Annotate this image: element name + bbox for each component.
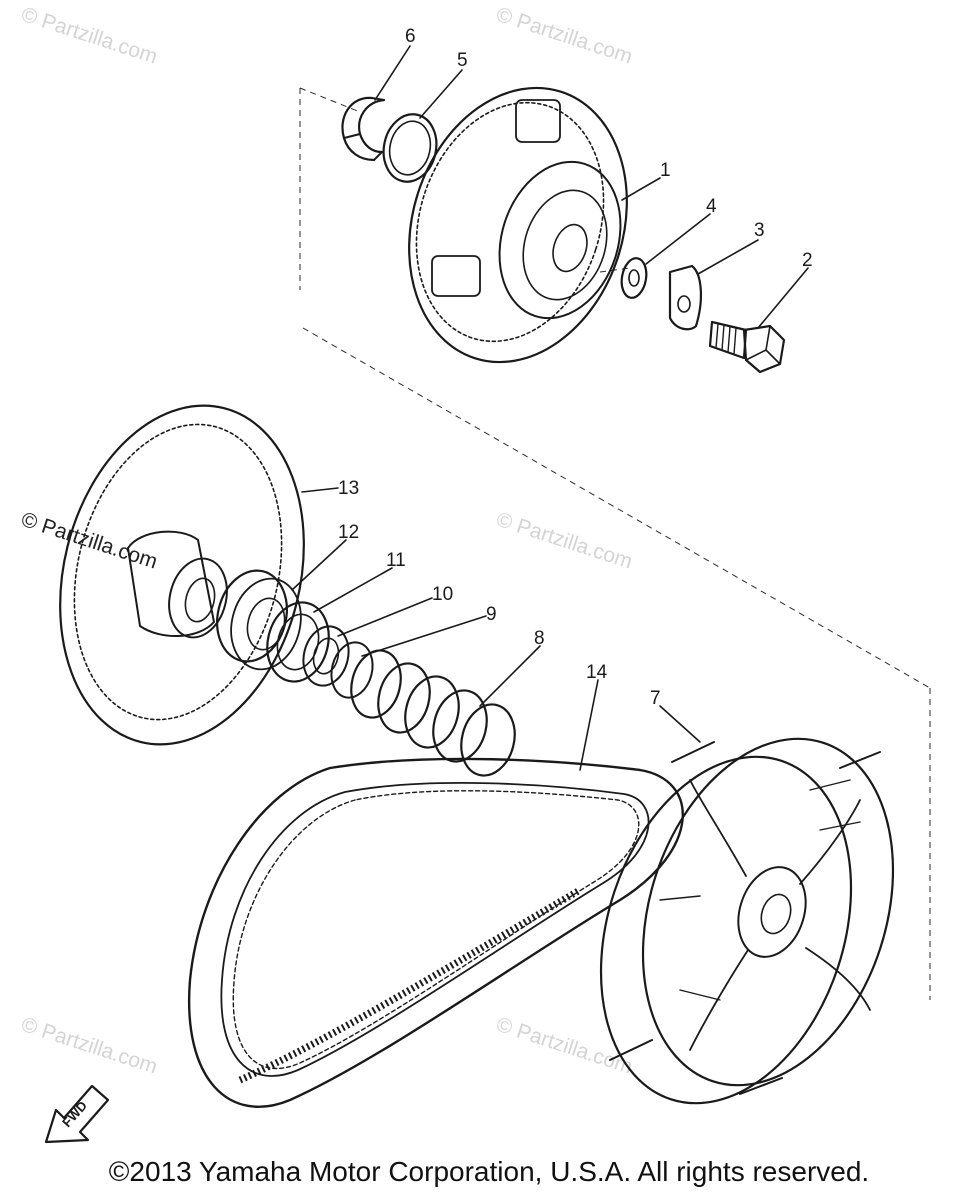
callout-6: 6 bbox=[405, 26, 416, 47]
watermark-text: © Partzilla.com bbox=[493, 3, 635, 69]
part-clip bbox=[341, 96, 386, 162]
watermark-text: © Partzilla.com bbox=[493, 508, 635, 574]
part-circlip bbox=[382, 113, 438, 183]
part-bolt bbox=[708, 320, 786, 374]
watermark-text: © Partzilla.com bbox=[493, 1013, 635, 1079]
part-drive-belt bbox=[187, 757, 684, 1108]
copyright-notice: ©2013 Yamaha Motor Corporation, U.S.A. A… bbox=[108, 1156, 870, 1187]
callout-7: 7 bbox=[650, 688, 661, 709]
watermark-text: © Partzilla.com bbox=[18, 3, 160, 69]
assembly-line bbox=[302, 327, 931, 689]
part-sheave-face bbox=[59, 404, 305, 746]
callout-8: 8 bbox=[534, 628, 545, 649]
callout-12: 12 bbox=[338, 522, 359, 543]
leader-lines bbox=[291, 45, 809, 771]
part-secondary-sheave bbox=[599, 737, 895, 1105]
fwd-arrow-icon: FWD bbox=[44, 1084, 110, 1144]
assembly-lines bbox=[299, 87, 931, 1000]
callout-13: 13 bbox=[338, 478, 359, 499]
part-washer bbox=[620, 257, 648, 299]
callout-9: 9 bbox=[486, 604, 497, 625]
watermark-text-dark: © Partzilla.com bbox=[18, 508, 160, 574]
callout-5: 5 bbox=[457, 50, 468, 71]
part-primary-sheave bbox=[408, 86, 628, 364]
watermark-layer: © Partzilla.com © Partzilla.com © Partzi… bbox=[18, 3, 635, 1079]
callout-2: 2 bbox=[802, 250, 813, 271]
part-spring bbox=[350, 649, 516, 777]
assembly-line bbox=[299, 87, 361, 113]
part-spring-seat bbox=[330, 641, 374, 699]
callout-4: 4 bbox=[706, 196, 717, 217]
callout-1: 1 bbox=[660, 160, 671, 181]
callout-numbers: 6 5 1 4 3 2 13 12 11 10 9 8 14 7 bbox=[338, 26, 813, 709]
callout-3: 3 bbox=[754, 220, 765, 241]
part-lock-washer bbox=[668, 264, 703, 331]
part-cam bbox=[216, 569, 302, 671]
part-bushing bbox=[302, 625, 350, 687]
callout-11: 11 bbox=[386, 550, 406, 571]
callout-14: 14 bbox=[586, 662, 608, 683]
callout-10: 10 bbox=[432, 584, 453, 605]
watermark-text: © Partzilla.com bbox=[18, 1013, 160, 1079]
